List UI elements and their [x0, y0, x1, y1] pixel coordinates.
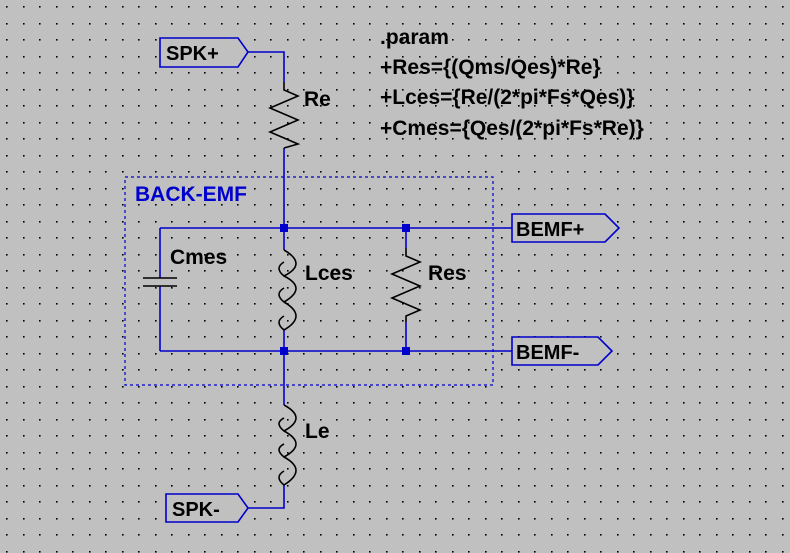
port-bemf-minus-shape [511, 336, 614, 366]
resistor-res[interactable]: Res [389, 248, 467, 322]
port-bemf-plus[interactable]: BEMF+ [511, 213, 621, 243]
port-bemf-minus[interactable]: BEMF- [511, 336, 614, 366]
port-bemf-plus-label: BEMF+ [516, 219, 584, 241]
junction-dot [402, 347, 410, 355]
directive-line-4: +Cmes={Qes/(2*pi*Fs*Re)} [380, 117, 644, 140]
label-lces: Lces [305, 262, 353, 285]
spice-directive[interactable]: .param +Res={(Qms/Qes)*Re} +Lces={Re/(2*… [380, 26, 644, 140]
grid-dots [6, 6, 784, 553]
junction-dot [280, 347, 288, 355]
junctions [280, 224, 410, 355]
resistor-res-symbol [389, 248, 423, 322]
resistor-re[interactable]: Re [267, 82, 331, 149]
inductor-le-symbol [278, 404, 297, 486]
label-res: Res [428, 262, 467, 285]
inductor-lces-symbol [278, 249, 297, 331]
label-re: Re [304, 88, 331, 111]
port-bemf-plus-shape [511, 213, 621, 243]
inductor-le[interactable]: Le [278, 404, 330, 486]
group-label: BACK-EMF [135, 183, 247, 206]
port-spk-minus[interactable]: SPK- [165, 493, 249, 523]
resistor-re-symbol [267, 82, 301, 149]
inductor-lces[interactable]: Lces [278, 249, 353, 331]
port-spk-plus-shape [159, 37, 249, 68]
label-le: Le [305, 420, 330, 443]
label-cmes: Cmes [170, 246, 227, 269]
directive-line-3: +Lces={Re/(2*pi*Fs*Qes)} [380, 86, 634, 109]
wires [159, 51, 512, 509]
junction-dot [280, 224, 288, 232]
directive-line-1: .param [380, 26, 449, 49]
port-bemf-minus-label: BEMF- [516, 342, 579, 364]
port-spk-minus-label: SPK- [172, 499, 220, 521]
capacitor-cmes[interactable]: Cmes [143, 246, 227, 287]
directive-line-2: +Res={(Qms/Qes)*Re} [380, 56, 601, 79]
junction-dot [402, 224, 410, 232]
port-spk-plus-label: SPK+ [166, 43, 219, 65]
wire-spk-plus [248, 51, 285, 82]
port-spk-plus[interactable]: SPK+ [159, 37, 249, 68]
wire-spk-minus [248, 485, 285, 509]
port-spk-minus-shape [165, 493, 249, 523]
